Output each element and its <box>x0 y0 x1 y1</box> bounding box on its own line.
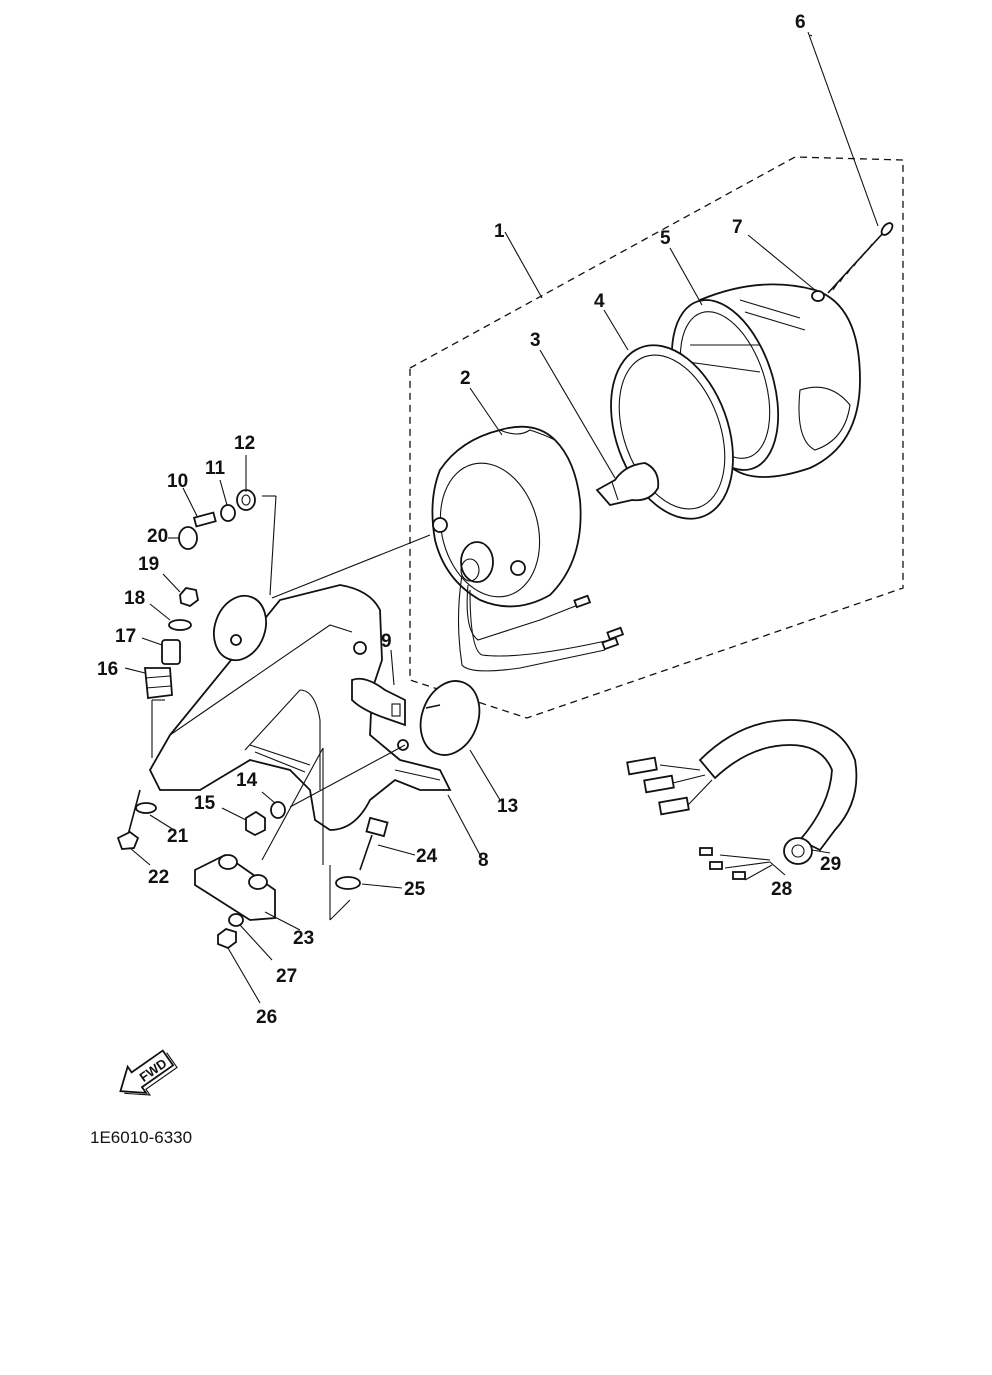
part-2-housing <box>431 425 625 672</box>
part-19-nut <box>179 587 199 608</box>
callout-4: 4 <box>594 291 605 312</box>
part-18-washer <box>168 619 192 631</box>
callout-28: 28 <box>771 879 792 900</box>
drawing-code: 1E6010-6330 <box>90 1128 192 1147</box>
callout-26: 26 <box>256 1007 277 1028</box>
part-10-bolt <box>178 511 217 550</box>
callout-8: 8 <box>478 850 489 871</box>
part-25-washer <box>335 876 361 890</box>
callout-14: 14 <box>236 770 258 791</box>
part-9-clip <box>351 677 406 727</box>
callout-20: 20 <box>147 526 168 547</box>
part-26-nut <box>217 928 237 950</box>
callout-2: 2 <box>460 368 471 389</box>
part-21-washer <box>135 802 157 814</box>
callout-12: 12 <box>234 433 255 454</box>
callout-23: 23 <box>293 928 314 949</box>
callout-25: 25 <box>404 879 426 900</box>
callout-27: 27 <box>276 966 297 987</box>
callout-5: 5 <box>660 228 671 249</box>
callout-21: 21 <box>167 826 189 847</box>
callout-13: 13 <box>497 796 518 817</box>
part-3-bulb <box>595 462 660 506</box>
part-12-grommet <box>236 489 256 511</box>
part-13-reflector <box>419 680 481 756</box>
assembly-1-boundary <box>409 156 904 719</box>
part-14-washer <box>270 801 286 819</box>
part-15-nut <box>245 810 266 837</box>
part-28-harness <box>626 719 858 881</box>
part-16-damper <box>144 667 173 700</box>
callout-17: 17 <box>115 626 136 647</box>
callout-3: 3 <box>530 330 541 351</box>
callout-labels: 1 2 3 4 5 6 7 8 9 10 11 12 13 14 15 16 1… <box>97 12 841 1028</box>
fwd-arrow-icon: FWD <box>119 1049 178 1096</box>
part-8-bracket <box>148 584 452 831</box>
part-7-washer <box>811 290 825 302</box>
callout-29: 29 <box>820 854 841 875</box>
callout-10: 10 <box>167 471 188 492</box>
callout-19: 19 <box>138 554 159 575</box>
callout-1: 1 <box>494 221 505 242</box>
part-17-collar <box>161 639 181 665</box>
part-29-grommet <box>783 837 813 865</box>
callout-11: 11 <box>205 458 226 479</box>
part-24-bolt <box>359 816 389 871</box>
callout-9: 9 <box>381 631 392 652</box>
assembly-guide-lines <box>151 495 431 921</box>
leader-lines <box>124 31 879 1004</box>
callout-15: 15 <box>194 793 216 814</box>
part-11-washer <box>220 504 236 522</box>
callout-6: 6 <box>795 12 806 33</box>
callout-18: 18 <box>124 588 145 609</box>
callout-16: 16 <box>97 659 118 680</box>
callout-22: 22 <box>148 867 169 888</box>
callout-24: 24 <box>416 846 438 867</box>
part-23-bracket-plate <box>194 853 276 921</box>
left-reflector <box>213 594 267 662</box>
part-22-bolt <box>116 789 141 850</box>
part-6-screw <box>827 222 894 294</box>
callout-7: 7 <box>732 217 743 238</box>
part-27-washer <box>228 913 244 927</box>
